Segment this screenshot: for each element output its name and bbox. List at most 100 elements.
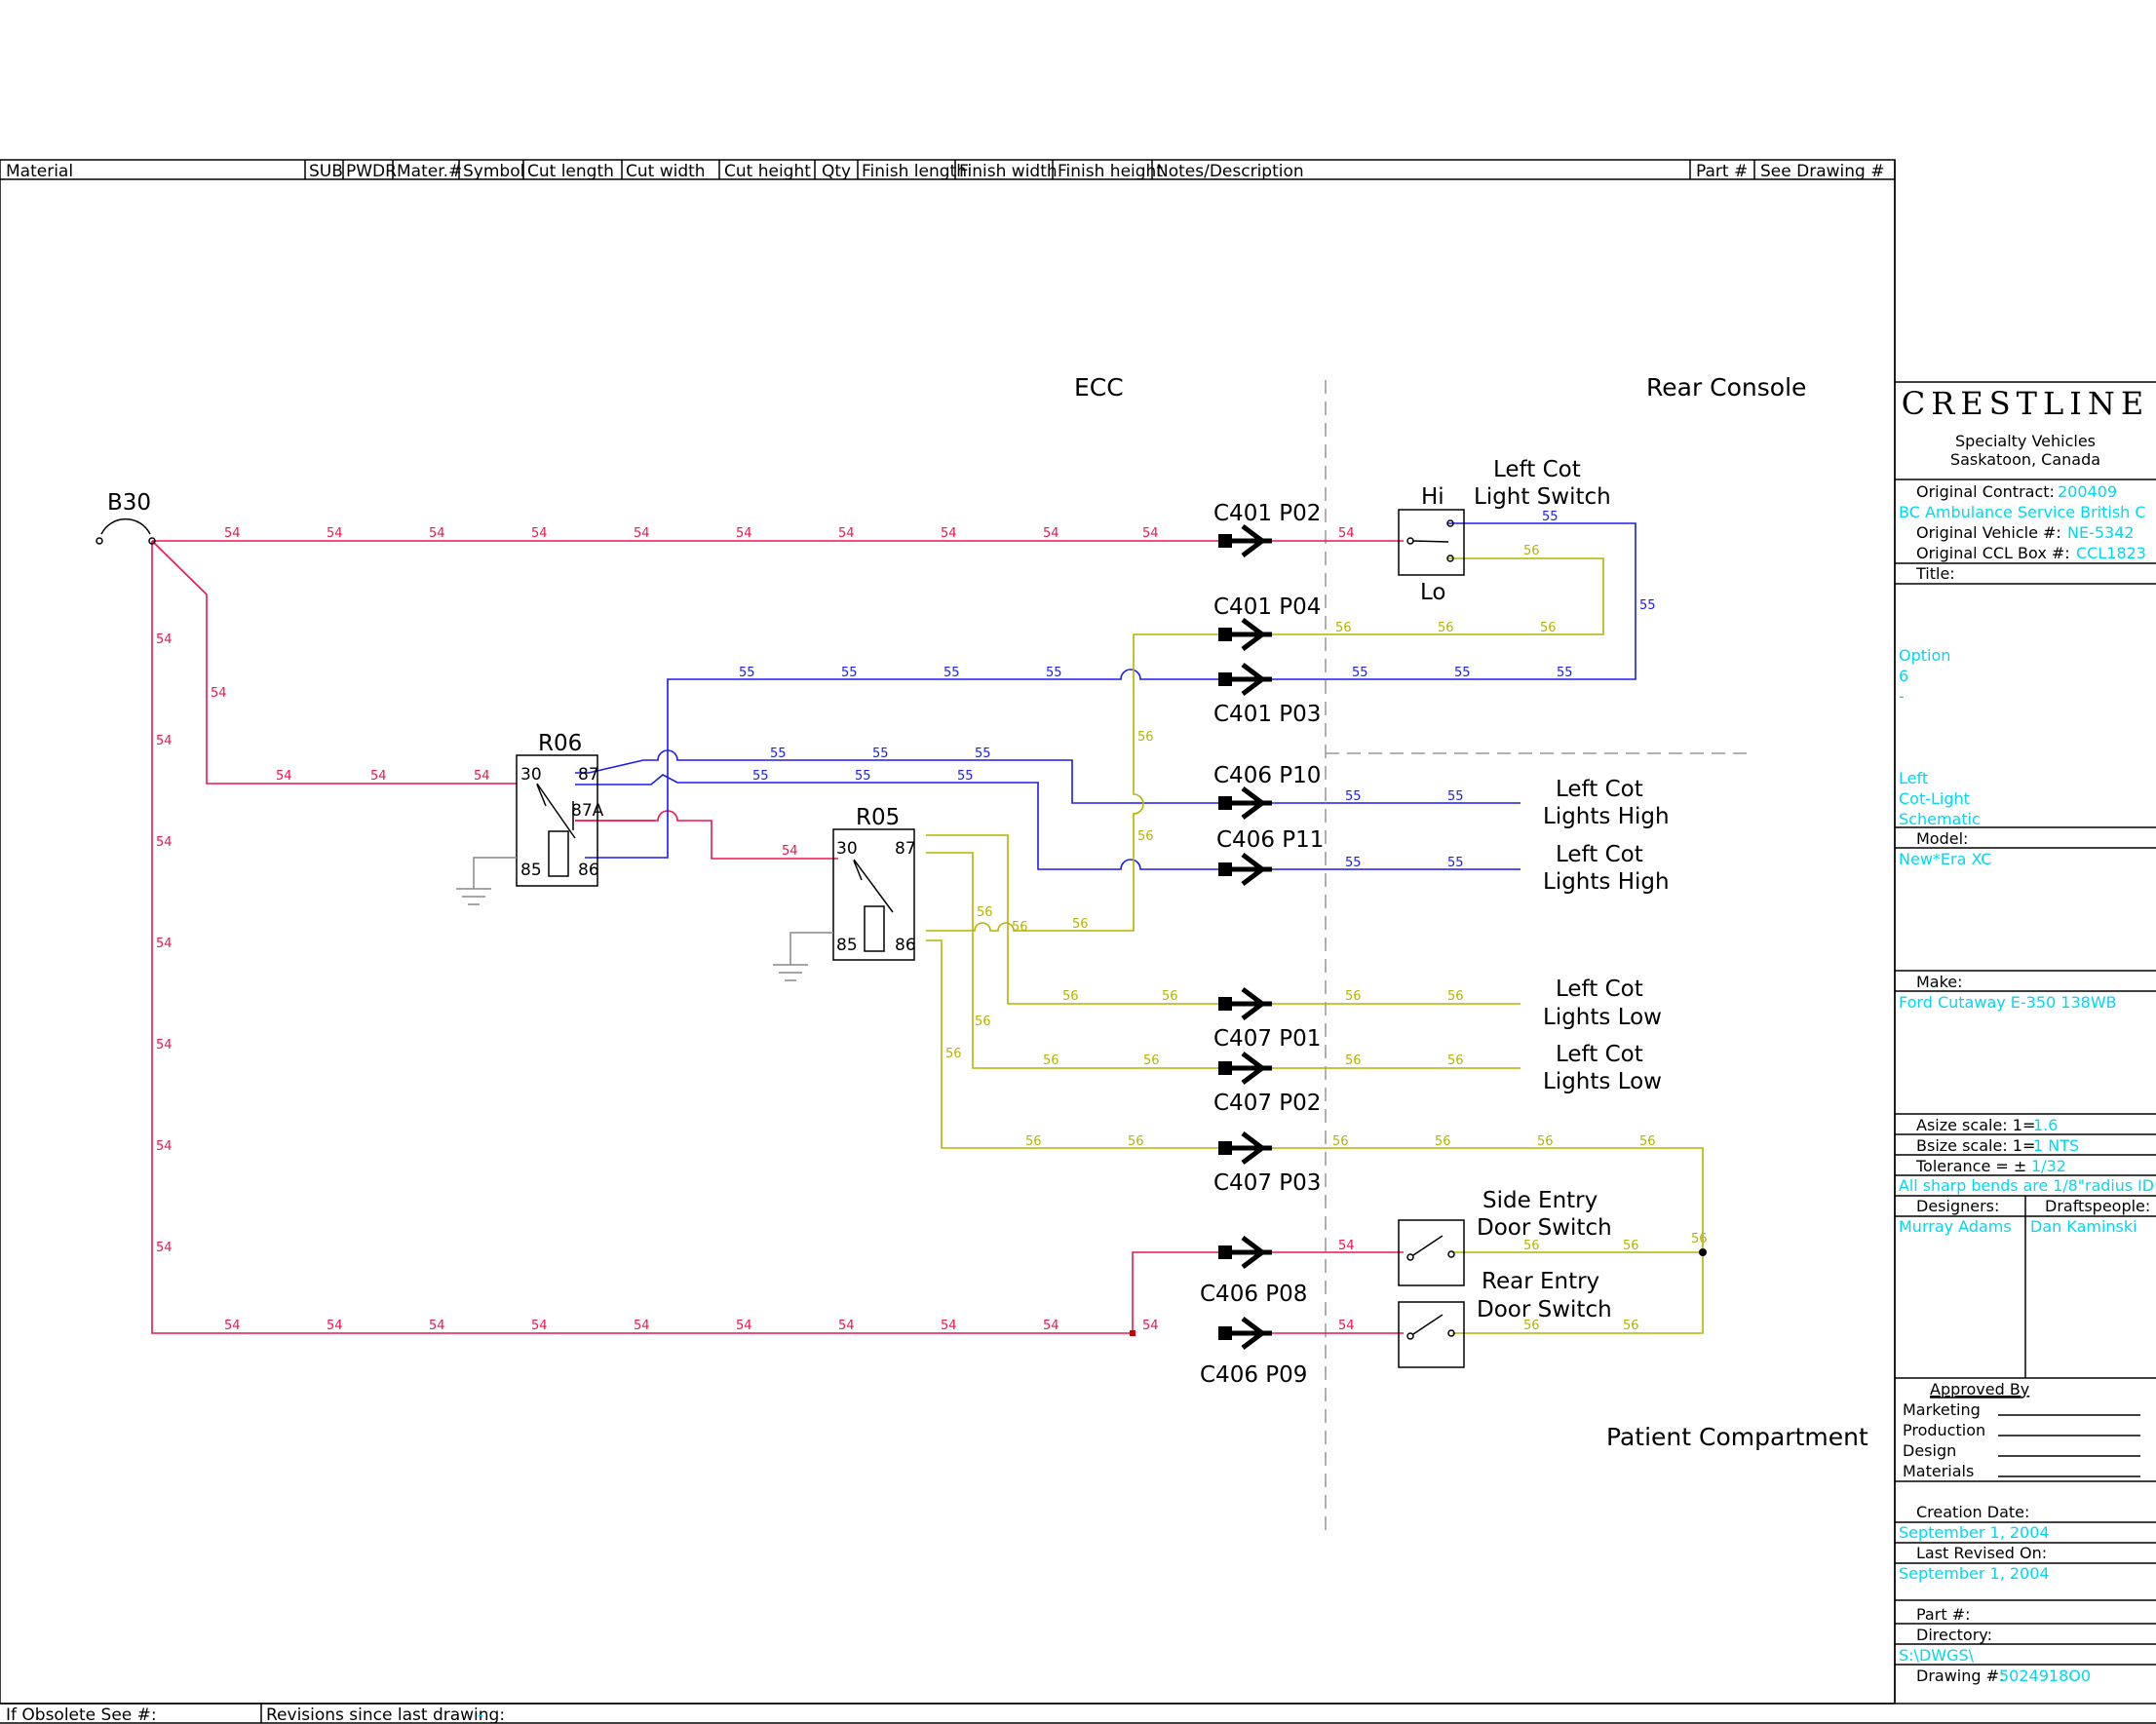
c407-p03-label: C407 P03 [1213, 1170, 1321, 1196]
connector-c407-p01: C407 P01 [1213, 987, 1321, 1052]
approver-design: Design [1903, 1441, 1956, 1460]
wire-label: 54 [941, 526, 957, 541]
wire-label: 56 [1623, 1239, 1639, 1253]
header-col-finish-width: Finish width [959, 162, 1058, 181]
designer-value: Murray Adams [1899, 1217, 2012, 1236]
wire-label: 56 [1447, 1054, 1464, 1068]
header-col-see-drawing: See Drawing # [1760, 162, 1884, 181]
header-col-mater: Mater.# [397, 162, 462, 181]
c406-p08-label: C406 P08 [1200, 1282, 1307, 1307]
wire-label: 54 [1142, 1319, 1159, 1333]
wire-label: 54 [838, 526, 855, 541]
wire-label: 55 [1352, 666, 1368, 680]
wire-label: 54 [156, 835, 173, 850]
asize-label: Asize scale: 1= [1916, 1116, 2035, 1134]
original-contract-value: 200409 [2058, 482, 2117, 501]
wire-label: 54 [838, 1319, 855, 1333]
connector-c407-p03: C407 P03 [1213, 1131, 1321, 1196]
load-low-2-line1: Left Cot [1556, 1042, 1643, 1067]
wire-label: 54 [370, 769, 387, 784]
wires-55 [575, 522, 1636, 870]
connector-c407-p02: C407 P02 [1213, 1052, 1321, 1116]
zone-dividers: ECC Rear Console Patient Compartment [1074, 373, 1868, 1530]
zone-rear-console: Rear Console [1646, 373, 1806, 402]
wire-label: 54 [736, 1319, 752, 1333]
wire-label: 55 [1542, 510, 1559, 524]
c401-p03-label: C401 P03 [1213, 702, 1321, 727]
left-cot-light-switch: Left Cot Light Switch Hi Lo [1398, 457, 1611, 605]
connector-c401-p02: C401 P02 [1213, 501, 1321, 557]
original-vehicle-value: NE-5342 [2067, 523, 2135, 542]
wire-label: 55 [1046, 666, 1062, 680]
b30-label: B30 [107, 490, 151, 516]
c401-p04-label: C401 P04 [1213, 594, 1321, 620]
rear-entry-door-switch: Rear Entry Door Switch [1398, 1269, 1612, 1368]
drawing-frame [0, 159, 2156, 1724]
light-switch-label-1: Left Cot [1493, 457, 1581, 482]
company-sub-2: Saskatoon, Canada [1950, 450, 2100, 469]
asize-value: 1.6 [2033, 1116, 2058, 1134]
wire-label: 56 [1043, 1054, 1059, 1068]
wire-label: 54 [224, 526, 241, 541]
draftsperson-value: Dan Kaminski [2030, 1217, 2137, 1236]
original-contract-label: Original Contract: [1916, 482, 2055, 501]
wire-label: 54 [1043, 1319, 1059, 1333]
wire-label: 54 [1338, 526, 1355, 541]
header-col-cut-length: Cut length [527, 162, 614, 181]
r05-pin-86: 86 [895, 936, 916, 955]
wire-label: 54 [156, 734, 173, 748]
footer-row: If Obsolete See #: Revisions since last … [6, 1704, 505, 1724]
approver-materials: Materials [1903, 1462, 1974, 1480]
relay-r05: R05 30 87 85 86 [773, 805, 916, 981]
creation-date-label: Creation Date: [1916, 1503, 2029, 1521]
wire-label: 56 [1335, 621, 1352, 635]
wire-label: 56 [1447, 989, 1464, 1004]
wire-label: 56 [1062, 989, 1079, 1004]
light-switch-label-2: Light Switch [1474, 484, 1611, 510]
model-label: Model: [1916, 829, 1968, 848]
wire-label: 54 [156, 632, 173, 647]
wire-label: 56 [1345, 989, 1362, 1004]
wire-label: 54 [429, 1319, 445, 1333]
wire-label: 54 [211, 686, 227, 701]
switch-lo-label: Lo [1420, 580, 1445, 605]
switch-hi-label: Hi [1421, 484, 1444, 510]
wire-label: 56 [977, 905, 993, 920]
wire-label: 55 [1454, 666, 1471, 680]
connector-c406-p08: C406 P08 [1200, 1236, 1307, 1307]
wire-label: 56 [1143, 1054, 1160, 1068]
title-block: CRESTLINE Specialty Vehicles Saskatoon, … [1895, 381, 2156, 1685]
last-revised-label: Last Revised On: [1916, 1544, 2047, 1562]
load-high-2-line2: Lights High [1543, 869, 1670, 895]
wire-label: 56 [1435, 1134, 1451, 1149]
bsize-label: Bsize scale: 1= [1916, 1136, 2035, 1155]
original-ccl-value: CCL1823 [2076, 544, 2146, 562]
wire-label: 56 [1072, 917, 1089, 932]
wire-label: 56 [945, 1047, 962, 1061]
drawing-value: 5024918O0 [1999, 1667, 2091, 1685]
wire-label: 56 [1540, 621, 1557, 635]
wire-label: 56 [1523, 544, 1540, 558]
wire-number-labels: 54 54 54 54 54 54 54 54 54 54 54 54 54 5… [156, 510, 1708, 1333]
wire-label: 54 [156, 937, 173, 951]
designers-label: Designers: [1916, 1197, 1999, 1215]
side-entry-door-switch: Side Entry Door Switch [1398, 1188, 1612, 1286]
company-sub-1: Specialty Vehicles [1955, 432, 2096, 450]
title-line-1: Option [1899, 646, 1950, 665]
wire-label: 55 [1447, 789, 1464, 804]
wire-label: 55 [1345, 856, 1362, 870]
r06-pin-87: 87 [578, 765, 599, 785]
wire-label: 55 [841, 666, 858, 680]
header-col-symbol: Symbol [463, 162, 524, 181]
c406-p09-label: C406 P09 [1200, 1362, 1307, 1388]
header-col-cut-width: Cut width [626, 162, 706, 181]
side-entry-label-2: Door Switch [1477, 1215, 1612, 1241]
header-table: Material SUB PWDR Mater.# Symbol Cut len… [6, 160, 1884, 181]
c401-p02-label: C401 P02 [1213, 501, 1321, 526]
side-entry-label-1: Side Entry [1482, 1188, 1598, 1213]
wire-label: 55 [1639, 598, 1656, 613]
wire-label: 56 [1137, 730, 1154, 745]
original-vehicle-label: Original Vehicle #: [1916, 523, 2061, 542]
header-col-part: Part # [1696, 162, 1748, 181]
wire-label: 56 [1438, 621, 1454, 635]
